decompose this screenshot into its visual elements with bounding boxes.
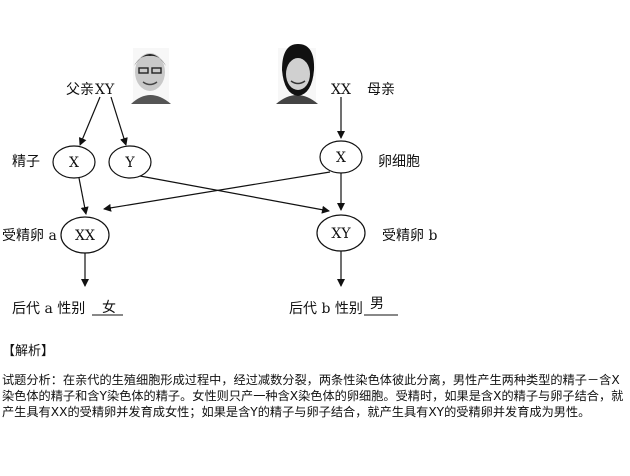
- mother-label: 母亲: [367, 82, 395, 98]
- sperm-x-text: X: [69, 155, 79, 171]
- inheritance-diagram: 父亲 XY XX 母亲 精子 X Y X 卵细胞 受精卵 a XX XY 受精卵…: [2, 44, 437, 317]
- analysis-title: 【解析】: [2, 344, 55, 359]
- zygote-b-text: XY: [331, 226, 351, 242]
- father-label: 父亲: [66, 82, 94, 98]
- egg-label: 卵细胞: [378, 154, 420, 170]
- father-portrait: [131, 48, 171, 104]
- sperm-y-text: Y: [124, 155, 135, 171]
- zygote-a-text: XX: [75, 228, 95, 244]
- zygote-b-label: 受精卵 b: [382, 228, 437, 244]
- offspring-b-answer: 男: [370, 296, 384, 312]
- sperm-label: 精子: [12, 154, 40, 170]
- offspring-a-label: 后代 a 性别: [12, 301, 85, 317]
- arrow-father-to-sperm-y: [110, 96, 128, 146]
- arrow-father-to-sperm-x: [79, 96, 101, 146]
- egg-x-text: X: [336, 150, 346, 166]
- offspring-b-label: 后代 b 性别: [289, 301, 363, 317]
- mother-genotype: XX: [331, 82, 351, 98]
- sperm-x-cell: [52, 145, 96, 179]
- arrow-sperm-x-to-zygote-a: [78, 177, 89, 215]
- zygote-a-label: 受精卵 a: [2, 228, 57, 244]
- sperm-y-cell: [108, 145, 152, 179]
- analysis-text: 试题分析：在亲代的生殖细胞形成过程中，经过减数分裂，两条性染色体彼此分离，男性产…: [2, 373, 624, 419]
- mother-portrait: [276, 44, 318, 104]
- offspring-a-answer: 女: [102, 299, 116, 316]
- arrow-sperm-y-to-zygote-b: [139, 175, 330, 214]
- father-genotype: XY: [95, 82, 115, 98]
